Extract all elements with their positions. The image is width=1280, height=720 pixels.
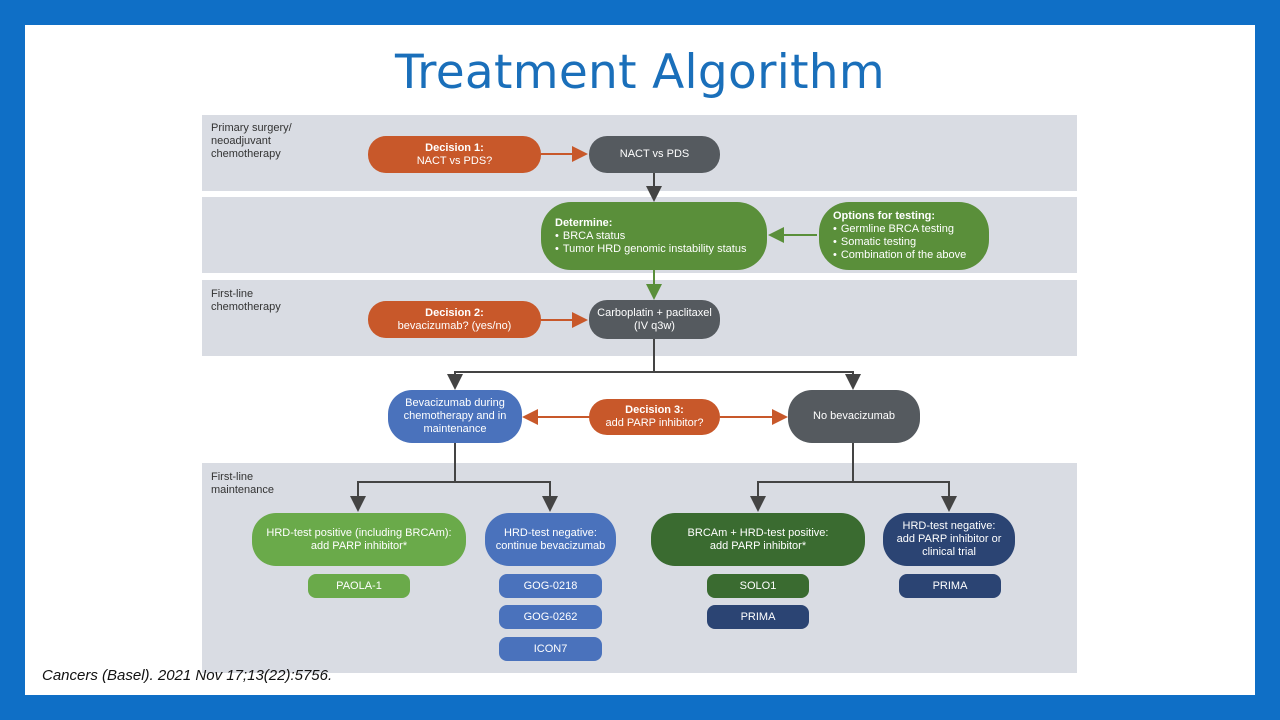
- citation: Cancers (Basel). 2021 Nov 17;13(22):5756…: [42, 667, 333, 684]
- brcam-hrd-positive-node: BRCAm + HRD-test positive: add PARP inhi…: [651, 513, 865, 566]
- trial-prima-brcam: PRIMA: [707, 605, 809, 629]
- determine-title: Determine:: [555, 216, 613, 229]
- bevacizumab-during-node: Bevacizumab during chemotherapy and in m…: [388, 390, 522, 443]
- determine-list: BRCA status Tumor HRD genomic instabilit…: [555, 230, 747, 256]
- trial-paola-1: PAOLA-1: [308, 574, 410, 598]
- trial-prima-hrd-negative: PRIMA: [899, 574, 1001, 598]
- decision-3-title: Decision 3:: [625, 404, 684, 416]
- hrd-positive-bev-node: HRD-test positive (including BRCAm): add…: [252, 513, 466, 566]
- decision-3-node: Decision 3: add PARP inhibitor?: [589, 399, 720, 435]
- decision-2-title: Decision 2:: [425, 306, 484, 319]
- testing-options-list: Germline BRCA testing Somatic testing Co…: [833, 223, 966, 262]
- hrd-negative-bev-text: HRD-test negative: continue bevacizumab: [495, 526, 606, 552]
- arrow-bev-split-right: [455, 481, 558, 512]
- hrd-positive-bev-text: HRD-test positive (including BRCAm): add…: [266, 526, 452, 552]
- no-bevacizumab-text: No bevacizumab: [813, 410, 895, 422]
- testing-option-item: Germline BRCA testing: [841, 223, 966, 236]
- testing-options-node: Options for testing: Germline BRCA testi…: [819, 202, 989, 270]
- band-first-line-maintenance: [202, 463, 1077, 673]
- trial-gog-0262: GOG-0262: [499, 605, 602, 629]
- trial-gog-0218: GOG-0218: [499, 574, 602, 598]
- band-label-first-line-chemo: First-line chemotherapy: [211, 288, 281, 313]
- determine-item: BRCA status: [563, 230, 746, 243]
- nact-vs-pds-node: NACT vs PDS: [589, 136, 720, 173]
- carboplatin-text: Carboplatin + paclitaxel (IV q3w): [597, 306, 712, 332]
- arrow-carbo-split: [447, 339, 655, 390]
- determine-node: Determine: BRCA status Tumor HRD genomic…: [541, 202, 767, 270]
- arrow-nobev-split-right: [853, 481, 957, 512]
- page-title: Treatment Algorithm: [395, 45, 885, 100]
- hrd-negative-nobev-text: HRD-test negative: add PARP inhibitor or…: [896, 520, 1002, 558]
- brcam-hrd-positive-text: BRCAm + HRD-test positive: add PARP inhi…: [687, 526, 829, 552]
- testing-options-title: Options for testing:: [833, 210, 936, 222]
- decision-1-text: NACT vs PDS?: [416, 154, 493, 167]
- trial-icon7: ICON7: [499, 637, 602, 661]
- arrow-bev-split: [350, 443, 456, 512]
- hrd-negative-nobev-node: HRD-test negative: add PARP inhibitor or…: [883, 513, 1015, 566]
- hrd-negative-bev-node: HRD-test negative: continue bevacizumab: [485, 513, 616, 566]
- carboplatin-node: Carboplatin + paclitaxel (IV q3w): [589, 300, 720, 339]
- arrow-nobev-split: [750, 443, 854, 512]
- band-label-first-line-maintenance: First-line maintenance: [211, 471, 274, 496]
- decision-1-node: Decision 1: NACT vs PDS?: [368, 136, 541, 173]
- testing-option-item: Combination of the above: [841, 249, 966, 262]
- decision-2-node: Decision 2: bevacizumab? (yes/no): [368, 301, 541, 338]
- nact-vs-pds-text: NACT vs PDS: [619, 148, 690, 160]
- determine-item: Tumor HRD genomic instability status: [563, 243, 747, 256]
- decision-2-text: bevacizumab? (yes/no): [397, 319, 512, 332]
- bevacizumab-during-text: Bevacizumab during chemotherapy and in m…: [403, 397, 507, 435]
- decision-1-title: Decision 1:: [425, 141, 484, 154]
- testing-option-item: Somatic testing: [841, 236, 966, 249]
- no-bevacizumab-node: No bevacizumab: [788, 390, 920, 443]
- decision-3-text: add PARP inhibitor?: [605, 417, 704, 429]
- arrow-carbo-split-right: [654, 371, 861, 390]
- band-label-primary-surgery: Primary surgery/ neoadjuvant chemotherap…: [211, 122, 292, 160]
- trial-solo1: SOLO1: [707, 574, 809, 598]
